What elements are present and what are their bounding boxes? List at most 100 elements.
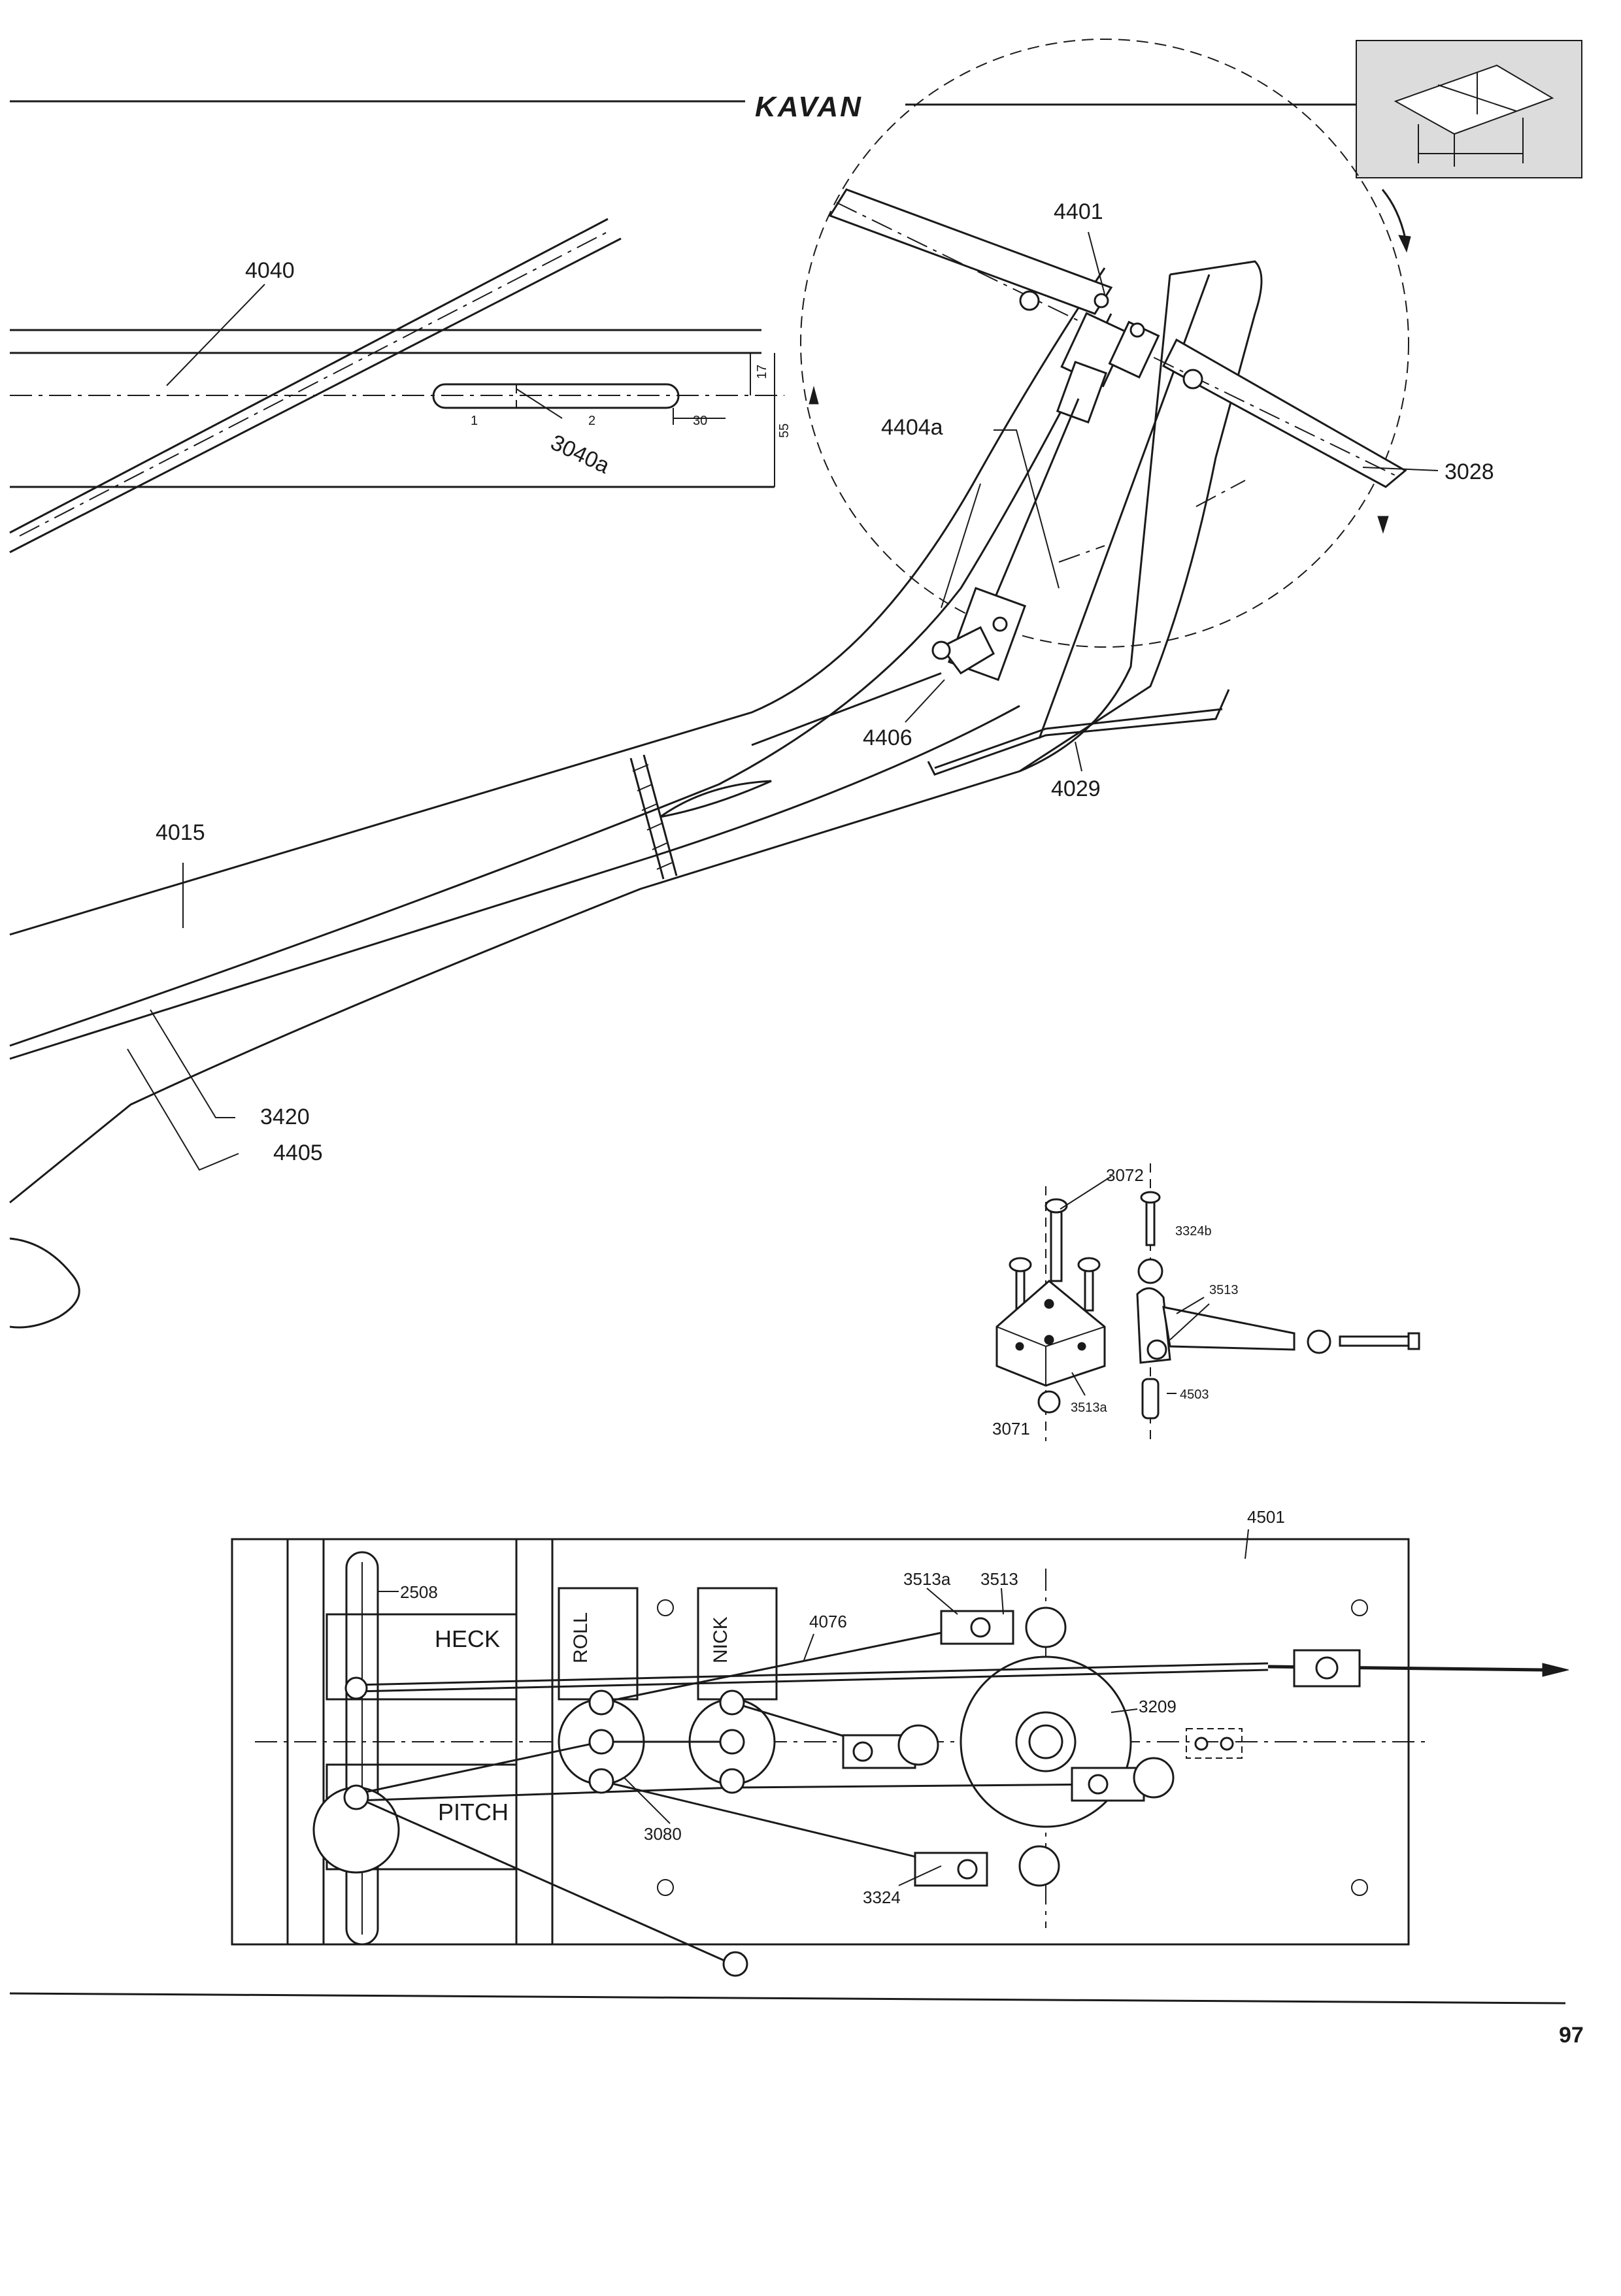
leader-3072 [1060, 1176, 1112, 1210]
label-4405: 4405 [273, 1140, 323, 1165]
nick-ball-center [719, 1729, 745, 1755]
nick-ball-lower [719, 1768, 745, 1794]
rotor-blade-lower [1162, 338, 1407, 488]
page-number: 97 [1559, 2023, 1584, 2048]
bellcrank-mid-ball [852, 1741, 873, 1762]
roll-ball-upper [588, 1689, 614, 1716]
pitch-link-upper [356, 1740, 602, 1795]
ball-3324b [1137, 1258, 1163, 1284]
blade-bolt-2 [1182, 369, 1203, 390]
label-4501: 4501 [1247, 1507, 1285, 1527]
canopy-edge [9, 1237, 80, 1329]
label-3513: 3513 [1209, 1283, 1239, 1297]
label-4040: 4040 [245, 258, 295, 283]
label-3324b: 3324b [1175, 1224, 1212, 1239]
pulley-hub [1015, 1711, 1077, 1772]
mounting-holes [657, 1599, 1368, 1896]
footer: 97 [9, 1992, 1584, 2048]
leader-4040 [166, 284, 265, 386]
direction-arrow [1381, 189, 1407, 239]
tail-bellcrank [931, 587, 1027, 681]
bellcrank-pivot [992, 616, 1008, 632]
optional-hole-2 [1220, 1737, 1234, 1751]
hub-ball [1094, 293, 1109, 308]
pushrod-3324 [601, 1780, 968, 1871]
slot-3040a [432, 383, 680, 409]
leader-3080 [624, 1777, 671, 1824]
rotor-blade-upper [828, 188, 1113, 315]
plank-centerline [19, 229, 612, 537]
vertical-fin-outline [1019, 260, 1263, 773]
label-3071: 3071 [992, 1419, 1030, 1439]
tail-rotor [828, 188, 1407, 488]
hub-screw [1129, 322, 1145, 338]
boom-inner-edge [9, 313, 1112, 1047]
bellcrank-right-wheel [1133, 1757, 1175, 1799]
bellcrank-bottom-ball [957, 1859, 978, 1880]
bellcrank-top-ball [970, 1617, 991, 1638]
bracket-fold-2 [1045, 1326, 1105, 1347]
tail-guide-unit [1293, 1649, 1361, 1688]
label-3513-tray: 3513 [980, 1569, 1018, 1589]
bellcrank-lever [939, 625, 995, 674]
label-4406: 4406 [863, 725, 912, 750]
bellcrank-3513-arm [1162, 1306, 1295, 1351]
ball-screw-head [1407, 1332, 1420, 1350]
blade-bolt-1 [1019, 290, 1040, 311]
bellcrank-right-ball [1088, 1774, 1109, 1795]
leader-3209 [1111, 1708, 1138, 1713]
heck-pushrod [356, 1662, 1269, 1686]
bracket-3513a [995, 1280, 1106, 1387]
ball-link [1307, 1329, 1331, 1354]
bellcrank-mid-wheel [897, 1724, 939, 1766]
boom-top-edge [9, 267, 1106, 936]
label-3080: 3080 [644, 1824, 682, 1844]
bellcrank-arm-strut [1169, 1303, 1210, 1340]
detail-arrow-left [809, 386, 819, 405]
servo-label-nick: NICK [710, 1616, 731, 1663]
tail-gearbox [1056, 360, 1108, 424]
optional-hole-1 [1194, 1737, 1209, 1751]
bellcrank-unit-top [940, 1606, 1067, 1648]
bellcrank-bottom-wheel [1018, 1845, 1060, 1887]
plank-edge-top [9, 218, 609, 534]
pushrod-4404a [992, 398, 1080, 602]
leader-3324 [898, 1865, 942, 1886]
detail-arrow-right [1377, 516, 1389, 534]
label-4029: 4029 [1051, 776, 1101, 801]
slot-2508 [345, 1551, 379, 1946]
leader-4029 [1075, 741, 1082, 772]
screw-3072-head [1044, 1198, 1068, 1214]
mount-hole-1 [657, 1599, 674, 1616]
pushrod-4076 [601, 1626, 968, 1704]
label-2508: 2508 [400, 1582, 438, 1602]
dim-num-1: 1 [471, 414, 478, 428]
mount-screw-right-head [1077, 1257, 1101, 1273]
pushrod-4405 [751, 672, 942, 746]
label-4503: 4503 [1180, 1388, 1209, 1402]
servo-label-heck: HECK [435, 1625, 500, 1652]
label-3420: 3420 [260, 1105, 310, 1129]
label-3513a: 3513a [1071, 1401, 1107, 1415]
label-4076: 4076 [809, 1612, 847, 1631]
screw-3324b-head [1140, 1191, 1161, 1204]
mount-screw-left-head [1009, 1257, 1032, 1273]
roll-ball-center [588, 1729, 614, 1755]
pitch-link-lower [356, 1796, 733, 1965]
nick-ball-upper [719, 1689, 745, 1716]
label-4401: 4401 [1054, 199, 1103, 224]
kavan-logo: KAVAN [755, 91, 863, 123]
boom-lower-line [9, 705, 1020, 1060]
heck-pushrod-2 [356, 1669, 1269, 1693]
mount-hole-4 [1351, 1879, 1368, 1896]
bellcrank-unit-right [1071, 1757, 1175, 1802]
leader-4406 [905, 679, 945, 723]
bracket-hole-left [1015, 1342, 1024, 1351]
bellcrank-ball [931, 641, 951, 660]
ball-screw [1339, 1335, 1413, 1347]
label-3072: 3072 [1106, 1165, 1144, 1185]
tail-boom-drawing: 4040 3040a 1 2 30 17 55 4401 4404a 3028 … [9, 39, 1494, 1329]
tail-skid [927, 689, 1230, 776]
pitch-rod-end [722, 1951, 748, 1977]
roll-ball-lower [588, 1768, 614, 1794]
